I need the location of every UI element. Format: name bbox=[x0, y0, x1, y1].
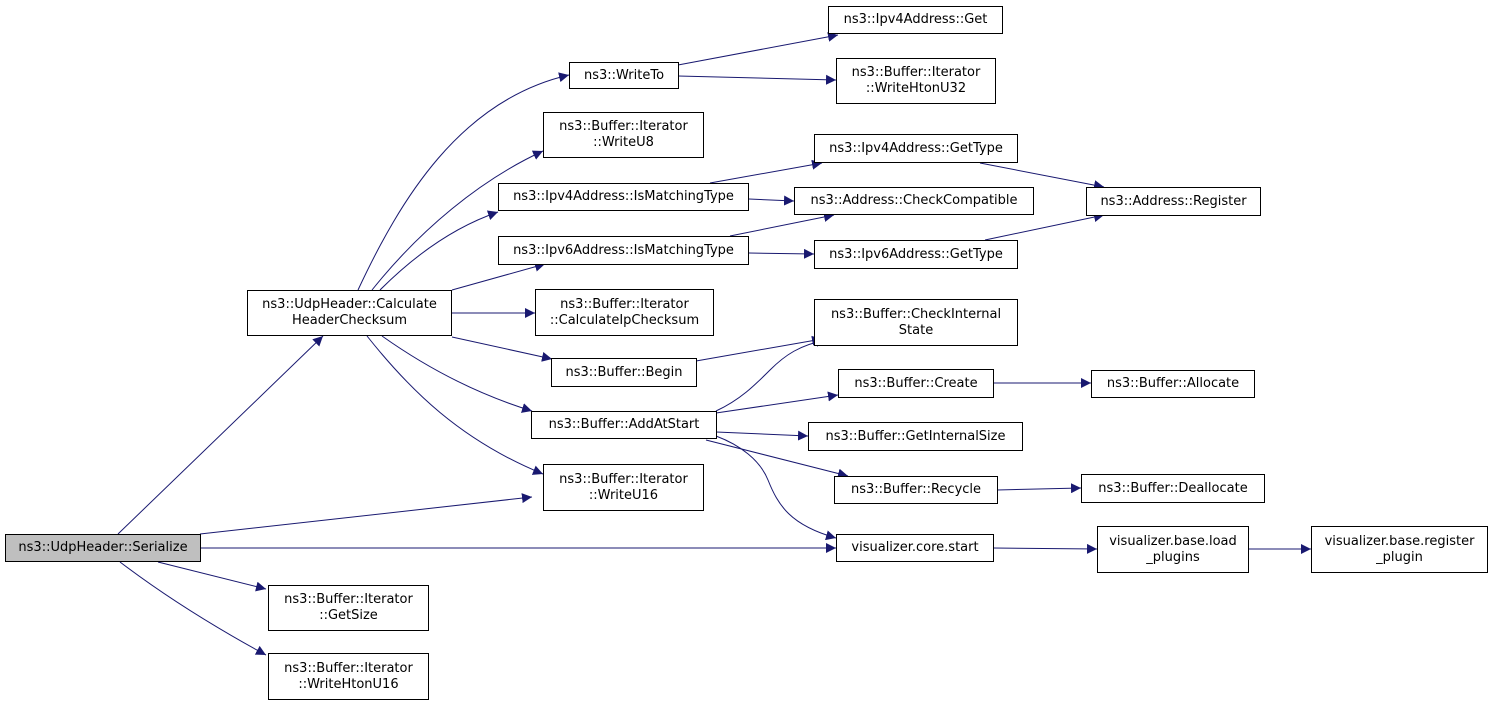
node-buffer-iterator-get-size[interactable]: ns3::Buffer::Iterator ::GetSize bbox=[268, 585, 429, 631]
node-buffer-iterator-write-u16[interactable]: ns3::Buffer::Iterator ::WriteU16 bbox=[543, 464, 704, 511]
edge-serialize-to-write-u16 bbox=[199, 493, 533, 535]
node-buffer-add-at-start[interactable]: ns3::Buffer::AddAtStart bbox=[531, 411, 717, 439]
node-buffer-create[interactable]: ns3::Buffer::Create bbox=[838, 369, 994, 398]
edge-add-at-start-to-get-internal-size bbox=[715, 430, 809, 441]
edge-serialize-to-get-size bbox=[157, 561, 267, 592]
edge-ipv6-get-type-to-register bbox=[984, 212, 1105, 241]
node-ipv6address-get-type[interactable]: ns3::Ipv6Address::GetType bbox=[814, 240, 1018, 269]
edge-calc-to-buffer-begin bbox=[451, 336, 553, 362]
node-buffer-deallocate[interactable]: ns3::Buffer::Deallocate bbox=[1081, 474, 1265, 503]
edge-recycle-to-deallocate bbox=[996, 483, 1082, 494]
node-address-check-compatible[interactable]: ns3::Address::CheckCompatible bbox=[794, 187, 1034, 215]
edge-calc-to-write-u16 bbox=[366, 335, 544, 475]
edge-ipv6-match-to-check-compatible bbox=[729, 212, 835, 237]
edge-add-at-start-to-visualizer-start bbox=[715, 435, 837, 541]
node-ipv4address-get-type[interactable]: ns3::Ipv4Address::GetType bbox=[814, 134, 1018, 163]
node-ipv6address-is-matching-type[interactable]: ns3::Ipv6Address::IsMatchingType bbox=[498, 236, 749, 265]
node-udpheader-calculate-header-checksum[interactable]: ns3::UdpHeader::Calculate HeaderChecksum bbox=[247, 290, 452, 336]
node-buffer-allocate[interactable]: ns3::Buffer::Allocate bbox=[1091, 370, 1255, 398]
edge-write-to-write-hton-u32 bbox=[677, 74, 837, 85]
edge-calc-to-write-to bbox=[357, 72, 570, 291]
edge-ipv6-match-to-ipv6-get-type bbox=[748, 248, 815, 259]
edge-ipv4-match-to-ipv4-get-type bbox=[709, 159, 823, 184]
edge-add-at-start-to-recycle bbox=[705, 439, 849, 479]
node-ipv4address-is-matching-type[interactable]: ns3::Ipv4Address::IsMatchingType bbox=[498, 183, 749, 211]
edge-visualizer-start-to-load-plugins bbox=[992, 543, 1098, 554]
edge-serialize-to-calc-header-checksum bbox=[117, 335, 324, 535]
node-buffer-begin[interactable]: ns3::Buffer::Begin bbox=[551, 358, 697, 387]
edge-calc-to-add-at-start bbox=[381, 335, 533, 413]
node-visualizer-core-start[interactable]: visualizer.core.start bbox=[836, 534, 994, 562]
node-buffer-check-internal-state[interactable]: ns3::Buffer::CheckInternal State bbox=[814, 299, 1018, 346]
edge-ipv4-match-to-check-compatible bbox=[748, 195, 795, 206]
node-buffer-get-internal-size[interactable]: ns3::Buffer::GetInternalSize bbox=[808, 422, 1023, 451]
edge-calc-to-ipv4-is-matching-type bbox=[379, 210, 499, 291]
edge-add-at-start-to-create bbox=[715, 391, 839, 414]
node-ipv4address-get[interactable]: ns3::Ipv4Address::Get bbox=[828, 6, 1003, 34]
node-buffer-iterator-calculate-ip-checksum[interactable]: ns3::Buffer::Iterator ::CalculateIpCheck… bbox=[535, 289, 714, 336]
node-buffer-iterator-write-hton-u32[interactable]: ns3::Buffer::Iterator ::WriteHtonU32 bbox=[836, 58, 996, 104]
node-buffer-recycle[interactable]: ns3::Buffer::Recycle bbox=[834, 476, 998, 504]
edge-serialize-to-write-hton-u16 bbox=[119, 561, 267, 656]
node-visualizer-base-register-plugin[interactable]: visualizer.base.register _plugin bbox=[1311, 526, 1488, 573]
edge-begin-to-check-internal-state bbox=[695, 335, 823, 362]
node-udpheader-serialize: ns3::UdpHeader::Serialize bbox=[5, 534, 201, 562]
node-visualizer-base-load-plugins[interactable]: visualizer.base.load _plugins bbox=[1097, 526, 1249, 573]
node-buffer-iterator-write-hton-u16[interactable]: ns3::Buffer::Iterator ::WriteHtonU16 bbox=[268, 653, 429, 700]
edge-write-to-ipv4-get bbox=[677, 31, 839, 66]
node-write-to[interactable]: ns3::WriteTo bbox=[569, 62, 679, 89]
node-address-register[interactable]: ns3::Address::Register bbox=[1086, 187, 1261, 216]
node-buffer-iterator-write-u8[interactable]: ns3::Buffer::Iterator ::WriteU8 bbox=[543, 112, 704, 158]
edge-calc-to-ipv6-is-matching-type bbox=[451, 261, 546, 291]
edge-ipv4-get-type-to-register bbox=[979, 162, 1105, 191]
edge-calc-to-write-u8 bbox=[371, 150, 544, 291]
edge-add-at-start-to-check-internal-state bbox=[715, 336, 827, 412]
